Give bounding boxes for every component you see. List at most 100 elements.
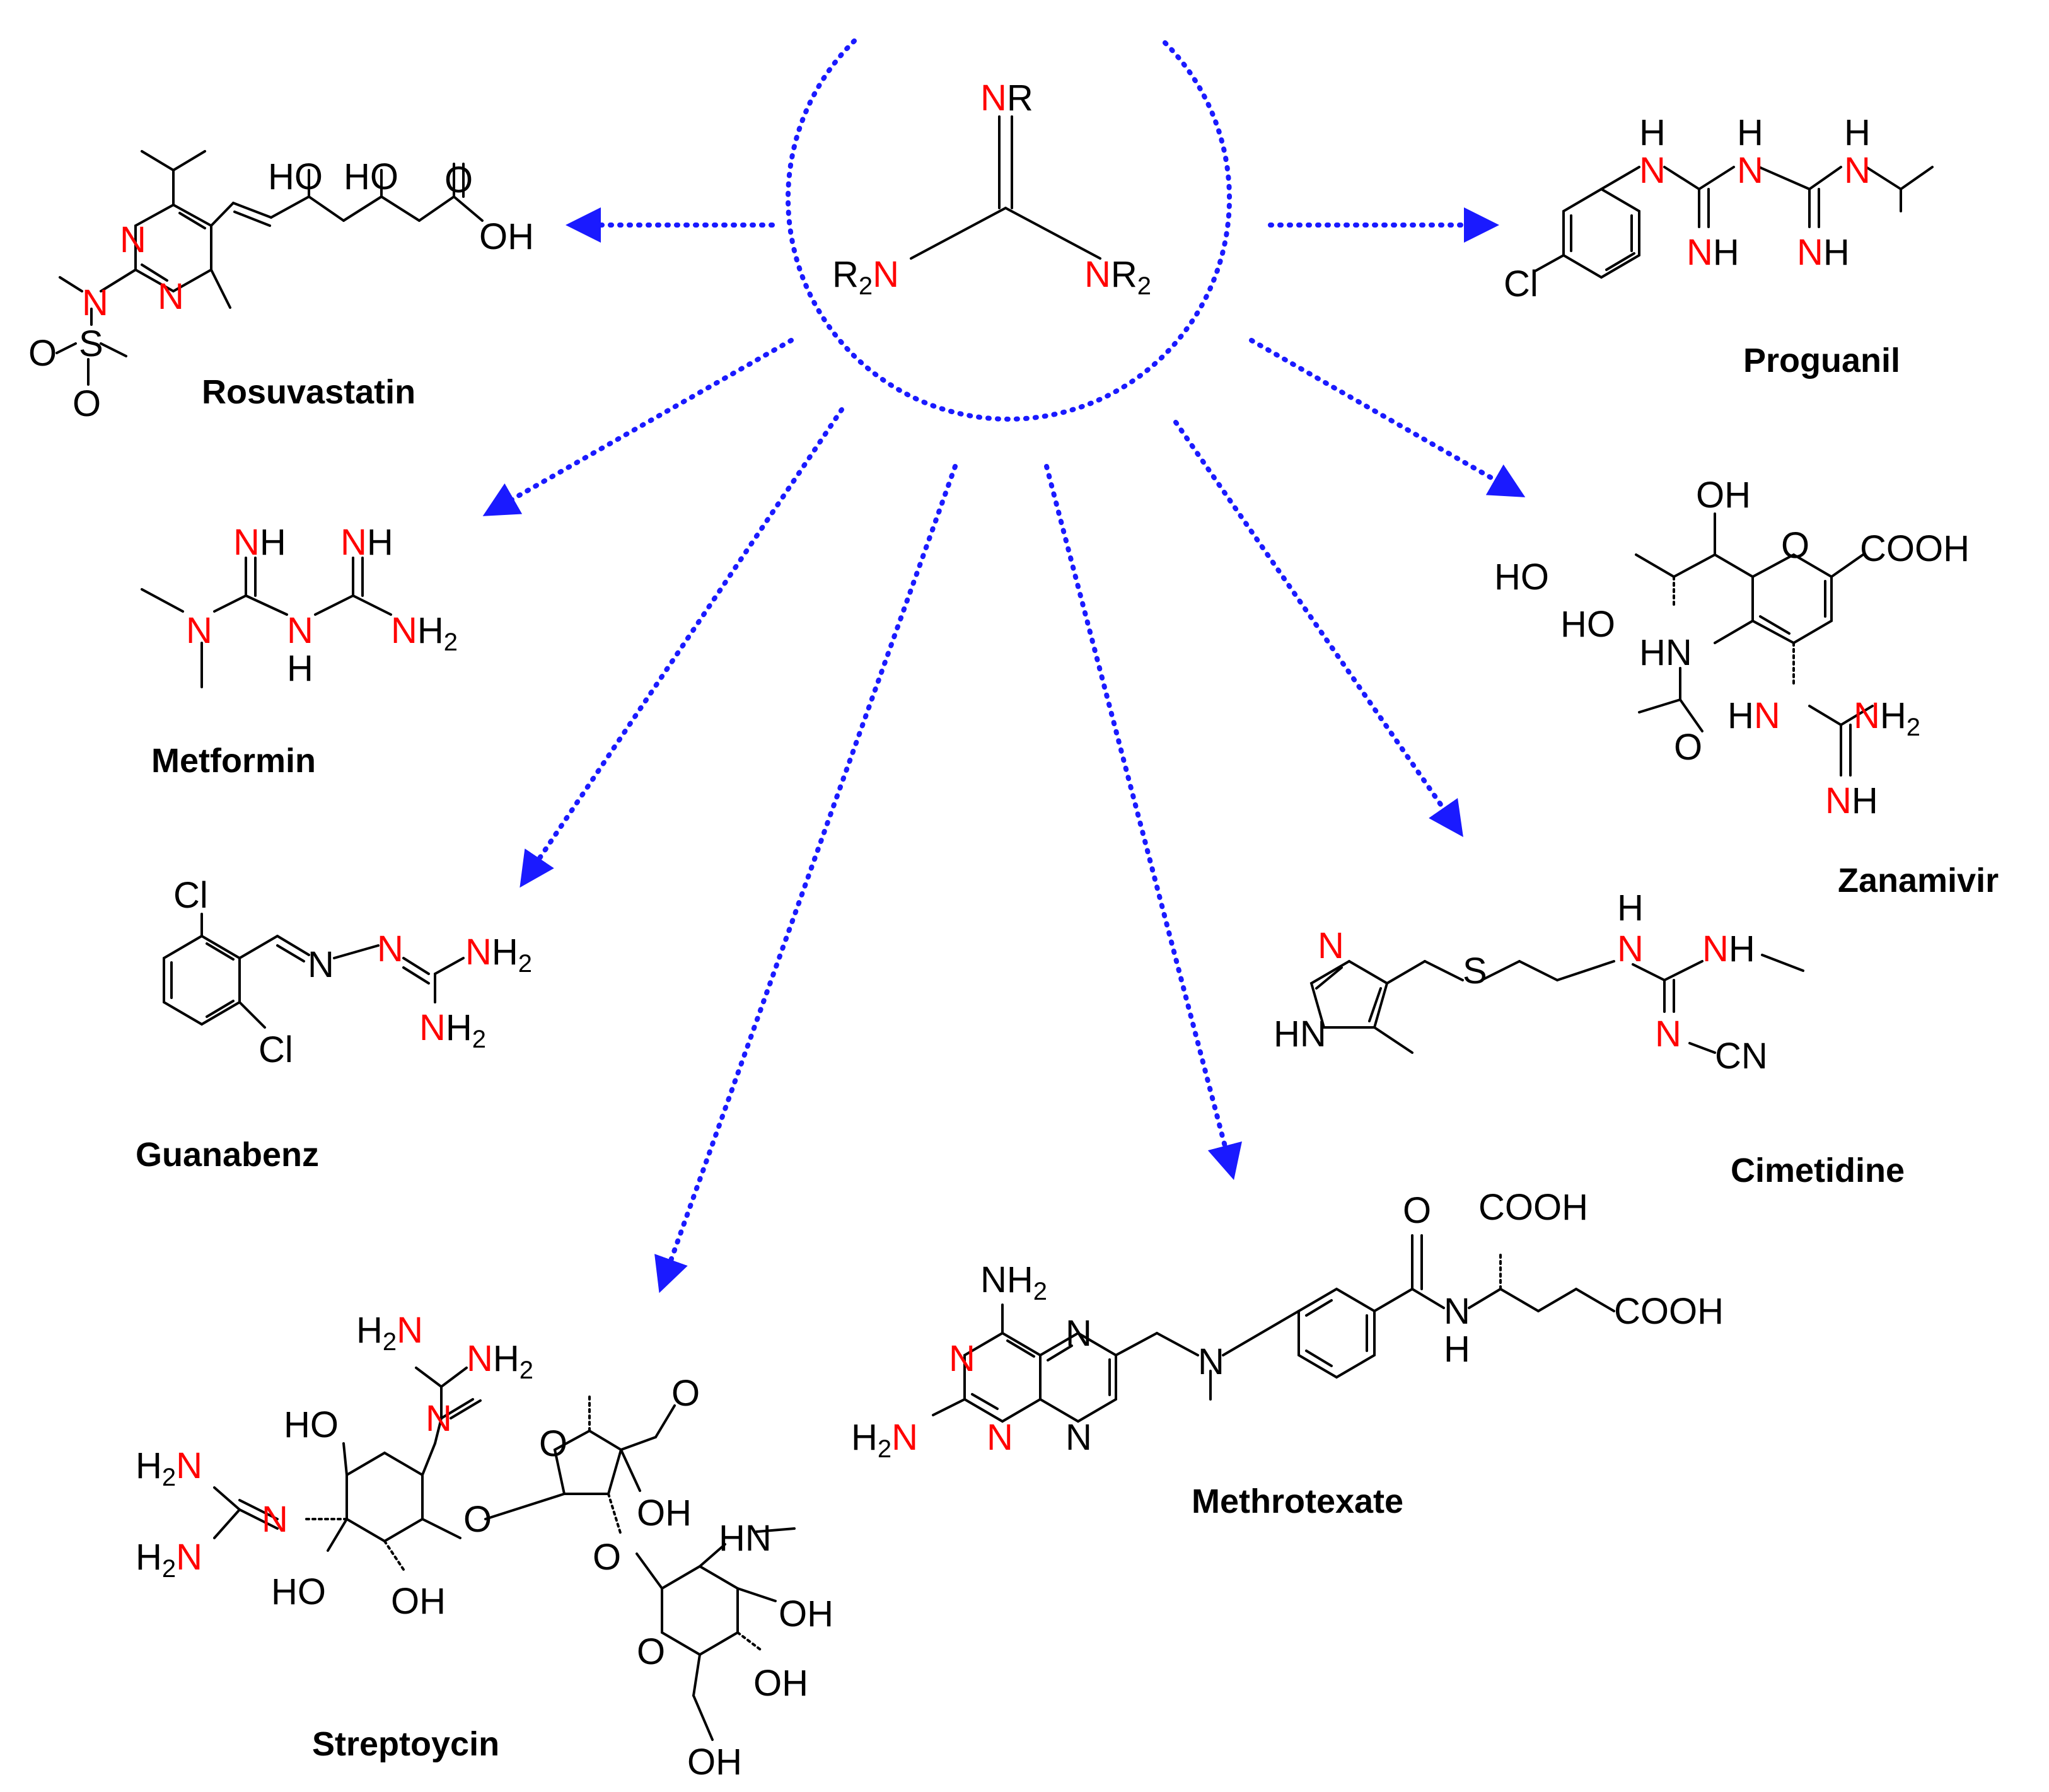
proguanil-n2: N [1737,150,1763,191]
methrotexate-n4: N [1065,1417,1092,1458]
central-guanidine-core: NR R2N NR2 [786,38,1232,422]
methrotexate-n1: N [949,1338,975,1379]
guanabenz-nh2a: NH2 [465,932,532,978]
arrow-to-streptoycin [654,464,958,1293]
metformin-label: Metformin [151,742,316,780]
proguanil-nh2: NH [1797,232,1850,273]
core-right-nr2-label: NR2 [1084,254,1151,300]
arrow-to-zanamivir [1249,338,1526,497]
cimetidine-nh: NH [1702,928,1755,969]
rosuvastatin-o: O [444,159,473,200]
metformin-nh2-end: NH2 [391,610,458,656]
metformin-nh-n: N [287,610,313,651]
guanabenz-cl2: Cl [258,1029,293,1070]
streptoycin-o-ring1: O [539,1423,567,1464]
streptoycin-oh4: OH [753,1663,808,1704]
streptoycin-h2n2: H2N [136,1445,202,1491]
cimetidine-cn: CN [1715,1036,1768,1077]
zanamivir-o-ring: O [1781,525,1809,566]
streptoycin-hn: HN [719,1518,772,1559]
streptoycin-n-top: N [426,1398,452,1439]
cimetidine-n2: N [1655,1014,1681,1055]
proguanil-label: Proguanil [1743,342,1900,379]
guanabenz-n2: N [377,928,403,969]
guanabenz-structure: Cl Cl N N NH2 NH2 Guanabenz [136,875,532,1174]
proguanil-h2: H [1737,112,1763,153]
guanabenz-n1: N [308,944,334,985]
proguanil-h1: H [1639,112,1666,153]
streptoycin-o-ald: O [671,1373,700,1414]
streptoycin-oh1: OH [637,1493,692,1534]
rosuvastatin-s: S [79,323,103,364]
methrotexate-h2n: H2N [851,1417,918,1463]
arrow-to-methrotexate [1044,464,1242,1181]
methrotexate-nh-h: H [1444,1329,1470,1370]
core-n-top-label: NR [980,78,1033,119]
zanamivir-hn2: HN [1727,695,1780,736]
streptoycin-label: Streptoycin [312,1725,499,1763]
arrows [482,207,1526,1293]
zanamivir-ho1: HO [1494,557,1549,598]
methrotexate-nh2a: NH2 [980,1259,1047,1305]
rosuvastatin-o2: O [73,383,101,424]
cimetidine-h: H [1617,887,1644,928]
streptoycin-ho1: HO [284,1404,339,1445]
zanamivir-structure: OH HO HO O COOH HN O HN NH2 NH Zanamivir [1494,475,1999,899]
methrotexate-nh-n: N [1444,1291,1470,1332]
methrotexate-n2: N [987,1417,1013,1458]
zanamivir-nh2: NH2 [1854,695,1920,741]
zanamivir-oh: OH [1696,475,1751,516]
streptoycin-o-ring2: O [637,1631,665,1672]
metformin-nh2: NH [340,522,393,563]
proguanil-n1: N [1639,150,1666,191]
methrotexate-o: O [1403,1190,1431,1231]
methrotexate-label: Methrotexate [1192,1483,1403,1520]
cimetidine-hn-ring: HN [1274,1014,1326,1055]
methrotexate-n3: N [1065,1313,1092,1354]
cimetidine-n1: N [1617,928,1644,969]
zanamivir-cooh: COOH [1860,528,1970,569]
methrotexate-n-methyl: N [1198,1341,1224,1382]
arrow-to-cimetidine [1173,420,1463,838]
cimetidine-structure: N HN S H N NH N CN Cimetidine [1274,887,1905,1189]
cimetidine-n-ring: N [1318,925,1344,966]
streptoycin-oh2: OH [391,1581,446,1622]
rosuvastatin-structure: HO HO O OH N N N S O O Rosuvastatin [28,150,534,424]
streptoycin-o-link1: O [463,1499,492,1540]
guanabenz-label: Guanabenz [136,1136,319,1174]
zanamivir-ho2: HO [1560,604,1615,645]
zanamivir-o: O [1674,727,1702,768]
arrow-to-guanabenz [520,407,844,888]
proguanil-structure: Cl H N H N H N NH NH Proguanil [1504,112,1934,379]
metformin-nh1: NH [233,522,286,563]
cimetidine-s: S [1463,951,1487,991]
zanamivir-hn: HN [1639,632,1692,673]
streptoycin-oh5: OH [687,1742,742,1783]
methrotexate-structure: NH2 N N N N H2N N O COOH COOH N H Methro… [851,1187,1724,1520]
guanabenz-cl1: Cl [173,875,208,916]
proguanil-n3: N [1844,150,1871,191]
rosuvastatin-n2: N [158,276,184,317]
rosuvastatin-n1: N [120,219,146,260]
streptoycin-o-link2: O [593,1537,621,1578]
guanabenz-nh2b: NH2 [419,1007,486,1053]
streptoycin-structure: H2N NH2 N HO O O H2N N H2N O OH HO OH O … [136,1310,833,1783]
rosuvastatin-label: Rosuvastatin [202,373,415,411]
streptoycin-n-left: N [262,1499,288,1540]
zanamivir-label: Zanamivir [1838,862,1999,899]
metformin-structure: NH NH N N H NH2 Metformin [141,522,458,780]
metformin-nh-h: H [287,648,313,689]
streptoycin-h2n1: H2N [356,1310,423,1356]
core-left-nr2-label: R2N [832,254,899,300]
rosuvastatin-o1: O [28,333,57,374]
streptoycin-oh3: OH [779,1593,833,1634]
proguanil-cl: Cl [1504,263,1538,304]
rosuvastatin-n3: N [82,282,108,323]
metformin-n: N [186,610,212,651]
core-circle-arc [786,38,1232,422]
proguanil-nh1: NH [1686,232,1739,273]
proguanil-h3: H [1844,112,1871,153]
cimetidine-label: Cimetidine [1731,1152,1905,1189]
streptoycin-nh2: NH2 [467,1338,533,1384]
